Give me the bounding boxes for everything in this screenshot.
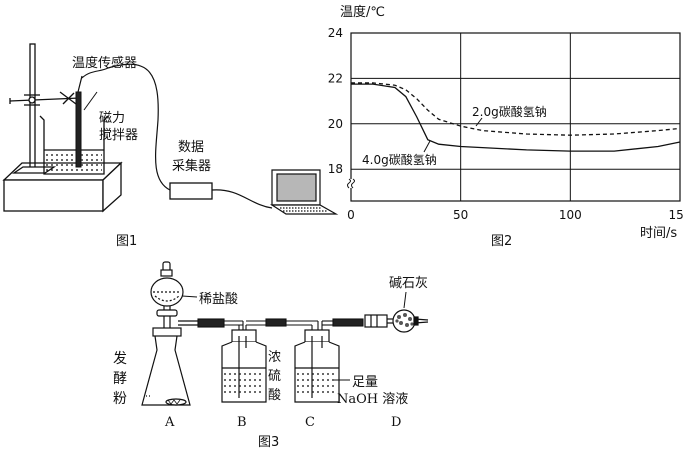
- flask-label-3: 粉: [113, 391, 127, 407]
- y-tick-label: 18: [328, 162, 343, 176]
- x-tick-label: 50: [453, 208, 468, 222]
- letter-d: D: [391, 415, 401, 430]
- data-collector: [169, 182, 213, 200]
- letter-b: B: [237, 415, 247, 430]
- series-label-4g: 4.0g碳酸氢钠: [362, 152, 437, 167]
- x-tick-label: 150: [669, 208, 683, 222]
- sensor-label: 温度传感器: [72, 55, 137, 71]
- x-axis-label: 时间/s: [640, 226, 677, 241]
- funnel-label-leader: [181, 295, 198, 298]
- collector-label-line1: 数据: [178, 140, 204, 155]
- beaker: [39, 115, 109, 175]
- series-label-4g-leader: [423, 140, 431, 153]
- tube-d-label-leader: [403, 291, 407, 309]
- collector-label-line2: 采集器: [172, 158, 211, 174]
- stirrer-label-line1: 磁力: [99, 111, 125, 126]
- x-tick-label: 100: [559, 208, 582, 222]
- tube-d-label: 碱石灰: [389, 276, 428, 291]
- plot-frame: [350, 32, 681, 202]
- y-tick-label: 24: [328, 26, 343, 40]
- figure-1-caption: 图1: [116, 234, 137, 249]
- separatory-funnel: [150, 261, 184, 360]
- drying-tube-d: [364, 309, 429, 333]
- bottle-b-label-1: 浓: [268, 350, 281, 365]
- series-line-2g: [351, 82, 681, 136]
- wash-bottle-b: [221, 329, 267, 403]
- flask-label-1: 发: [113, 351, 127, 367]
- series-line-4g: [351, 83, 681, 152]
- funnel-label: 稀盐酸: [199, 292, 238, 307]
- stirrer-label-line2: 搅拌器: [99, 127, 138, 143]
- bottle-c-label-2: NaOH 溶液: [337, 392, 408, 407]
- connecting-tubes: [197, 318, 364, 330]
- collector-cable: [211, 189, 273, 209]
- x-tick-label: 0: [347, 208, 355, 222]
- temperature-sensor: [75, 67, 109, 168]
- figure-2-caption: 图2: [491, 234, 512, 249]
- series-label-2g-leader: [475, 117, 483, 127]
- figure-2-chart: 0 50 100 150 18 20 22 24 温度/℃ 时间/s 2.0g碳酸氢钠 4.0…: [328, 4, 683, 249]
- axis-break: [347, 178, 355, 189]
- laptop: [269, 169, 339, 215]
- y-tick-label: 22: [328, 71, 343, 85]
- letter-c: C: [305, 415, 315, 430]
- series-label-2g: 2.0g碳酸氢钠: [472, 104, 547, 119]
- conical-flask-a: [141, 320, 215, 406]
- figure-3-caption: 图3: [258, 435, 279, 450]
- iron-stand: [9, 43, 81, 174]
- figure-1: 温度传感器 磁力 搅拌器 数据 采集器 图1: [2, 43, 339, 249]
- wash-bottle-c: [294, 329, 340, 403]
- letter-a: A: [164, 415, 175, 430]
- bottle-b-label-3: 酸: [268, 388, 281, 403]
- y-axis-label: 温度/℃: [340, 4, 385, 20]
- bottle-c-label-1: 足量: [352, 375, 378, 390]
- y-tick-label: 20: [328, 117, 343, 131]
- sensor-cable: [107, 63, 171, 191]
- flask-label-2: 酵: [113, 371, 127, 387]
- figure-3: 稀盐酸 发 酵 粉 浓 硫 酸 足量 NaOH 溶液 碱石灰 A B C D 图…: [113, 261, 429, 450]
- bottle-b-label-2: 硫: [268, 369, 281, 384]
